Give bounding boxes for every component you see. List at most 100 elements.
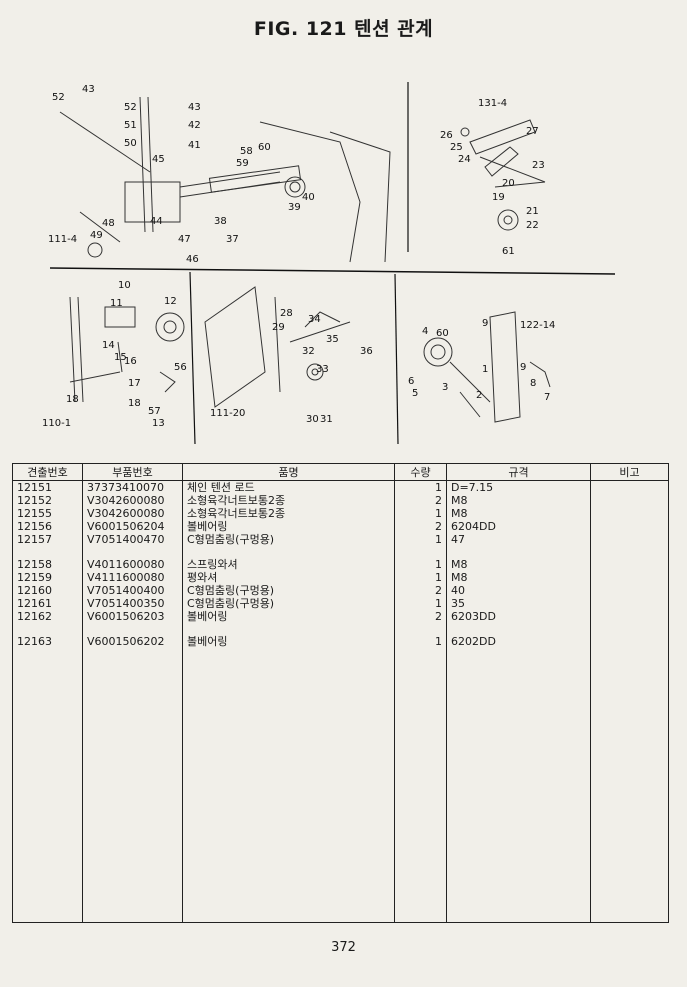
- table-filler-row: [12, 648, 669, 923]
- cell-remarks: [590, 533, 669, 546]
- cell-quantity: 2: [394, 494, 447, 507]
- callout: 45: [152, 154, 165, 165]
- cell-part-name: C형멈춤링(구멍용): [182, 597, 395, 610]
- spacer-cell: [182, 546, 395, 558]
- callout: 25: [450, 142, 463, 153]
- divider-horizontal: [49, 267, 616, 275]
- header-part-no: 부품번호: [82, 463, 183, 481]
- cell-part-name: 볼베어링: [182, 520, 395, 533]
- callout: 31: [320, 414, 333, 425]
- spacer-cell: [394, 546, 447, 558]
- spacer-cell: [12, 546, 83, 558]
- callout: 52: [52, 92, 65, 103]
- callout: 43: [188, 102, 201, 113]
- callout: 6: [408, 376, 414, 387]
- cell-part-name: 스프링와셔: [182, 558, 395, 571]
- header-index-no: 견출번호: [12, 463, 83, 481]
- cell-part-name: C형멈춤링(구멍용): [182, 533, 395, 546]
- cell-quantity: 2: [394, 610, 447, 623]
- callout: 39: [288, 202, 301, 213]
- callout: 59: [236, 158, 249, 169]
- cell-index-no: 12159: [12, 571, 83, 584]
- cell-index-no: 12152: [12, 494, 83, 507]
- table-header-row: 견출번호 부품번호 품명 수량 규격 비고: [12, 463, 669, 481]
- callout: 26: [440, 130, 453, 141]
- cell-quantity: 1: [394, 635, 447, 648]
- callout: 33: [316, 364, 329, 375]
- cell-index-no: 12156: [12, 520, 83, 533]
- cell-remarks: [590, 494, 669, 507]
- callout: 18: [66, 394, 79, 405]
- callout: 37: [226, 234, 239, 245]
- cell-part-no: V3042600080: [82, 507, 183, 520]
- callout: 111-4: [48, 234, 77, 245]
- callout: 18: [128, 398, 141, 409]
- divider-vertical-bottom-2: [394, 273, 399, 445]
- cell-spec: D=7.15: [446, 480, 591, 494]
- header-remarks: 비고: [590, 463, 669, 481]
- cell-remarks: [590, 610, 669, 623]
- cell-spec: M8: [446, 558, 591, 571]
- callout: 17: [128, 378, 141, 389]
- cell-remarks: [590, 480, 669, 494]
- filler-cell: [12, 648, 83, 923]
- cell-index-no: 12161: [12, 597, 83, 610]
- callout: 36: [360, 346, 373, 357]
- cell-remarks: [590, 571, 669, 584]
- callout: 15: [114, 352, 127, 363]
- callout: 9: [520, 362, 526, 373]
- cell-index-no: 12158: [12, 558, 83, 571]
- cell-remarks: [590, 520, 669, 533]
- filler-cell: [590, 648, 669, 923]
- spacer-cell: [182, 623, 395, 635]
- callout: 46: [186, 254, 199, 265]
- callout: 13: [152, 418, 165, 429]
- cell-part-name: 소형육각너트보통2종: [182, 494, 395, 507]
- callout-labels-top-left: 52 43 52 51 50 45 43 42 41 58 59 60 39 4…: [48, 84, 315, 265]
- callout: 110-1: [42, 418, 71, 429]
- cell-part-no: V6001506202: [82, 635, 183, 648]
- callout: 47: [178, 234, 191, 245]
- cell-index-no: 12162: [12, 610, 83, 623]
- cell-quantity: 2: [394, 584, 447, 597]
- callout: 32: [302, 346, 315, 357]
- cell-quantity: 1: [394, 480, 447, 494]
- callout: 40: [302, 192, 315, 203]
- cell-spec: 40: [446, 584, 591, 597]
- callout: 7: [544, 392, 550, 403]
- cell-index-no: 12151: [12, 480, 83, 494]
- divider-vertical-bottom-1: [189, 271, 196, 445]
- cell-index-no: 12160: [12, 584, 83, 597]
- cell-spec: 47: [446, 533, 591, 546]
- cell-part-no: 37373410070: [82, 480, 183, 494]
- callout: 51: [124, 120, 137, 131]
- cell-part-name: 소형육각너트보통2종: [182, 507, 395, 520]
- callout-labels-bottom-middle: 28 29 34 35 36 32 33 111-20 30 31: [210, 308, 373, 425]
- cell-spec: 6203DD: [446, 610, 591, 623]
- cell-remarks: [590, 584, 669, 597]
- cell-remarks: [590, 635, 669, 648]
- callout: 8: [530, 378, 536, 389]
- cell-spec: M8: [446, 494, 591, 507]
- callout: 16: [124, 356, 137, 367]
- callout: 3: [442, 382, 448, 393]
- cell-part-no: V4111600080: [82, 571, 183, 584]
- callout: 20: [502, 178, 515, 189]
- cell-part-name: C형멈춤링(구멍용): [182, 584, 395, 597]
- cell-part-no: V7051400350: [82, 597, 183, 610]
- spacer-cell: [446, 546, 591, 558]
- callout: 24: [458, 154, 471, 165]
- figure-title: FIG. 121 텐션 관계: [253, 18, 434, 40]
- callout: 4: [422, 326, 428, 337]
- cell-quantity: 1: [394, 507, 447, 520]
- callout: 43: [82, 84, 95, 95]
- callout: 122-14: [520, 320, 555, 331]
- cell-spec: 6202DD: [446, 635, 591, 648]
- callout: 41: [188, 140, 201, 151]
